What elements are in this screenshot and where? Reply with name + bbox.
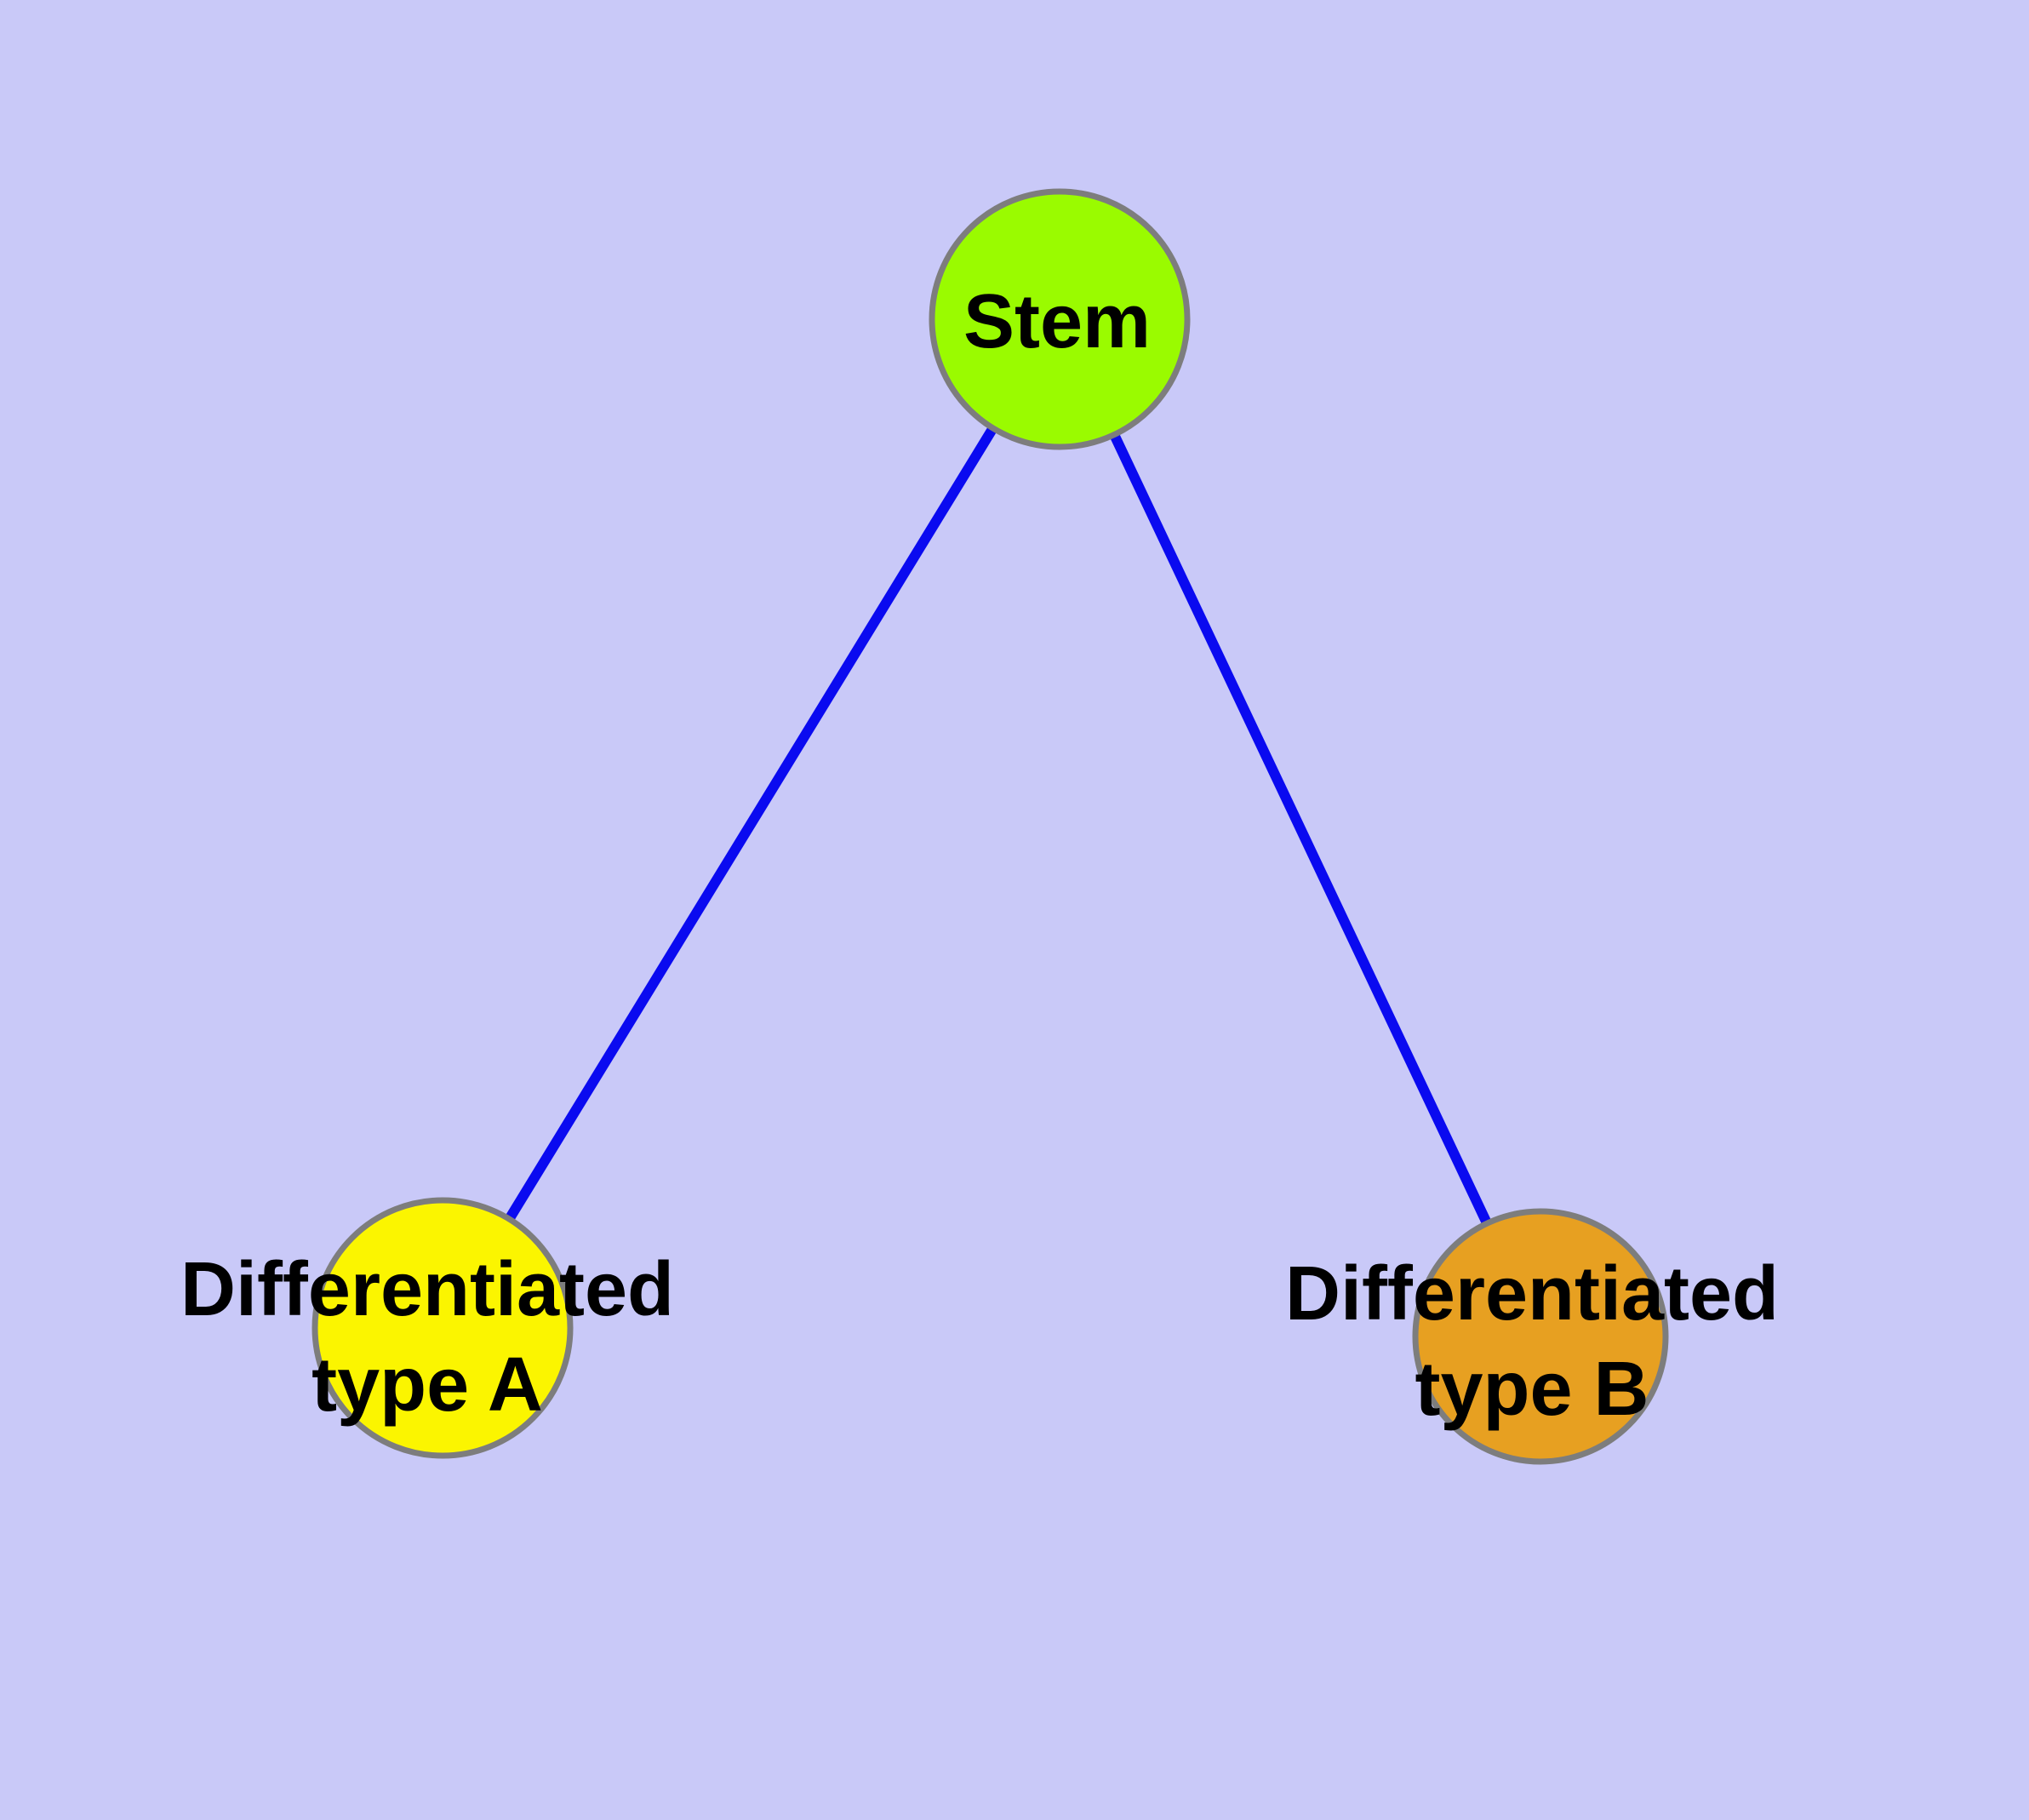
node-type-a-label-line2: type A <box>311 1342 543 1428</box>
node-type-b-circle <box>1412 1208 1669 1465</box>
edge-stem-to-type-b <box>1055 314 1546 1342</box>
node-stem-label: Stem <box>963 279 1151 364</box>
node-type-b-label-line2: type B <box>1415 1347 1649 1432</box>
node-stem-circle <box>929 188 1191 450</box>
edge-stem-to-type-a <box>437 314 1065 1333</box>
node-differentiated-type-b: Differentiated type B <box>1285 1208 1779 1465</box>
node-type-b-label-line1: Differentiated <box>1285 1251 1779 1336</box>
node-type-a-circle <box>311 1197 574 1459</box>
node-stem: Stem <box>929 188 1191 450</box>
node-type-a-label-line1: Differentiated <box>180 1247 674 1332</box>
edge-group <box>437 314 1546 1342</box>
node-differentiated-type-a: Differentiated type A <box>180 1197 674 1459</box>
